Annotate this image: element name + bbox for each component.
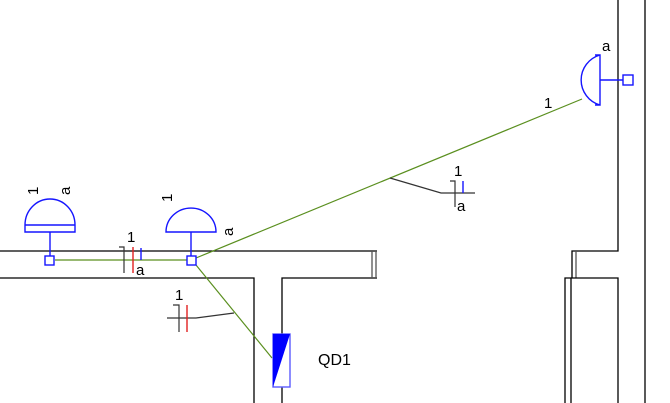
- circuit-label: 1: [159, 194, 176, 202]
- tick-black: [450, 180, 456, 207]
- tick-black: [173, 304, 180, 332]
- circuit-label: 1: [544, 95, 552, 112]
- distribution-panel-qd1[interactable]: QD1: [272, 333, 351, 388]
- wall-right-lower: [564, 277, 619, 403]
- leader-line: [389, 177, 475, 194]
- lamp-left[interactable]: 1 a: [24, 186, 76, 266]
- phase-label: a: [602, 38, 611, 55]
- conductor-mark-3: 1 a: [389, 163, 475, 215]
- lamp-dome-icon: [580, 54, 601, 106]
- wall-horizontal-bottom-left: [0, 277, 255, 403]
- wiring: [55, 98, 583, 359]
- wire-middle-to-panel[interactable]: [195, 264, 273, 359]
- phase-label: a: [457, 198, 466, 215]
- conductor-mark-2: 1: [167, 287, 235, 332]
- wire-middle-to-right[interactable]: [195, 98, 583, 259]
- junction-box-icon: [186, 255, 197, 266]
- count-label: 1: [175, 287, 183, 304]
- lamp-middle[interactable]: 1 a: [159, 194, 237, 266]
- lamp-dome-icon: [165, 207, 217, 233]
- lamp-right[interactable]: a 1: [544, 38, 634, 112]
- circuit-label: 1: [25, 187, 42, 195]
- tick-black: [119, 246, 125, 273]
- phase-label: a: [220, 227, 237, 236]
- phase-label: a: [136, 262, 145, 279]
- count-label: 1: [454, 163, 462, 180]
- leader-line: [167, 312, 235, 319]
- lamp-dome-icon: [24, 198, 76, 233]
- count-label: 1: [127, 229, 135, 246]
- panel-label: QD1: [318, 352, 351, 369]
- wall-right-upper: [571, 0, 619, 278]
- conductor-mark-1: 1 a: [119, 229, 145, 279]
- wall-horizontal-bottom-right: [281, 277, 377, 403]
- panel-fill-icon: [273, 334, 290, 387]
- junction-box-icon: [44, 255, 55, 266]
- junction-box-icon: [622, 74, 634, 86]
- wall-end-cap: [371, 251, 377, 278]
- walls: [0, 0, 646, 403]
- phase-label: a: [57, 186, 74, 195]
